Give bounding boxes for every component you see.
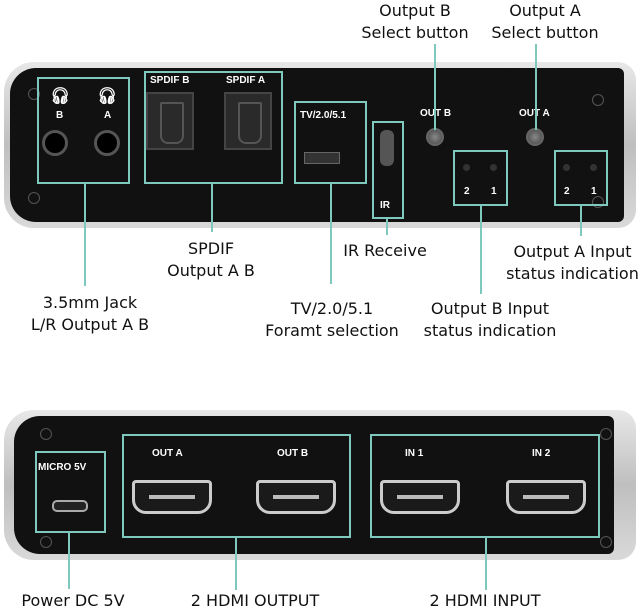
led-b-2-label: 2	[464, 186, 470, 197]
callout-spdif: SPDIF Output A B	[167, 239, 255, 280]
led-b-1	[490, 164, 497, 171]
callout-line	[330, 184, 332, 284]
callout-hdmi-input: 2 HDMI INPUT	[429, 591, 541, 610]
led-a-1-label: 1	[591, 186, 597, 197]
hdmi-out-b-port	[256, 480, 336, 514]
micro-box	[35, 451, 106, 533]
callout-output-a-status: Output A Input status indication	[506, 242, 639, 283]
output-b-select-button[interactable]	[426, 128, 444, 146]
callout-line	[480, 206, 482, 294]
micro-usb-port	[52, 500, 88, 512]
screw	[28, 192, 40, 204]
callout-ir: IR Receive	[343, 241, 427, 260]
screw	[600, 428, 612, 440]
led-b-1-label: 1	[491, 186, 497, 197]
screw	[592, 94, 604, 106]
ir-sensor	[380, 130, 394, 166]
spdif-box	[144, 71, 283, 184]
format-box	[294, 101, 367, 184]
hdmi-in-2-label: IN 2	[532, 448, 551, 459]
spdif-a-label: SPDIF A	[226, 75, 266, 86]
callout-output-b-status: Output B Input status indication	[423, 299, 557, 340]
callout-line	[84, 184, 86, 286]
format-label: TV/2.0/5.1	[300, 110, 347, 121]
output-a-select-button[interactable]	[526, 128, 544, 146]
headphone-b-icon: 🎧︎	[50, 88, 71, 105]
callout-line	[535, 44, 537, 130]
hdmi-in-1-label: IN 1	[405, 448, 424, 459]
callout-line	[434, 44, 436, 130]
jack-box	[37, 77, 130, 184]
headphone-a-icon: 🎧︎	[97, 88, 118, 105]
screw	[28, 88, 40, 100]
led-a-1	[590, 164, 597, 171]
callout-line	[235, 538, 237, 590]
callout-jack: 3.5mm Jack L/R Output A B	[30, 293, 150, 334]
callout-format: TV/2.0/5.1 Foramt selection	[265, 299, 399, 340]
jack-a	[94, 130, 120, 156]
micro-label: MICRO 5V	[38, 462, 87, 473]
hdmi-in-1-port	[380, 480, 460, 514]
spdif-b-label: SPDIF B	[150, 75, 190, 86]
led-a-2	[563, 164, 570, 171]
callout-power: Power DC 5V	[21, 591, 125, 610]
jack-b	[42, 130, 68, 156]
screw	[592, 196, 604, 208]
hdmi-out-a-port	[132, 480, 212, 514]
callout-hdmi-output: 2 HDMI OUTPUT	[190, 591, 320, 610]
led-b-2	[463, 164, 470, 171]
spdif-b-port	[146, 92, 194, 150]
screw	[40, 428, 52, 440]
out-a-label: OUT A	[519, 108, 550, 119]
spdif-a-port	[224, 92, 272, 150]
hdmi-in-2-port	[506, 480, 586, 514]
ir-label: IR	[380, 200, 390, 211]
jack-b-label: B	[56, 110, 64, 121]
hdmi-out-b-label: OUT B	[277, 448, 309, 459]
callout-line	[485, 538, 487, 590]
callout-line	[386, 219, 388, 235]
screw	[40, 536, 52, 548]
hdmi-input-box	[370, 434, 600, 538]
led-a-2-label: 2	[564, 186, 570, 197]
callout-output-a-select: Output A Select button	[491, 1, 599, 42]
callout-line	[580, 206, 582, 236]
format-switch[interactable]	[304, 152, 340, 164]
jack-a-label: A	[104, 110, 112, 121]
callout-output-b-select: Output B Select button	[361, 1, 469, 42]
output-a-status-box	[554, 150, 608, 206]
output-b-status-box	[453, 150, 508, 206]
screw	[600, 536, 612, 548]
hdmi-out-a-label: OUT A	[152, 448, 183, 459]
callout-line	[211, 184, 213, 232]
hdmi-output-box	[122, 434, 351, 538]
ir-box	[372, 121, 404, 219]
callout-line	[68, 533, 70, 589]
